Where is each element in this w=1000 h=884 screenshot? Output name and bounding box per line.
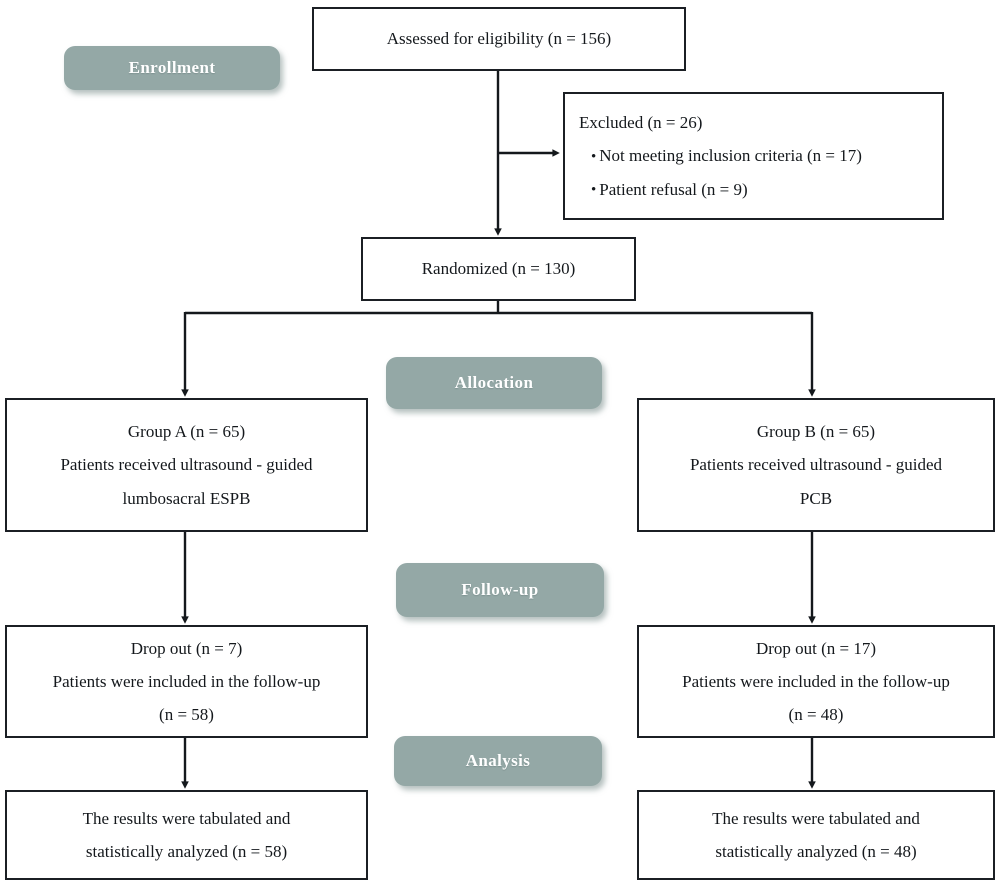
node-followup-b-line-3: (n = 48) [788, 705, 844, 725]
node-randomized: Randomized (n = 130) [361, 237, 636, 301]
stage-label-enrollment: Enrollment [64, 46, 280, 90]
node-followup-b-line-1: Drop out (n = 17) [755, 638, 877, 658]
node-followup-b-line-2: Patients were included in the follow-up [682, 671, 950, 691]
node-group-a-line-1: Group A (n = 65) [127, 422, 246, 442]
node-assessed-for-eligibility: Assessed for eligibility (n = 156) [312, 7, 686, 71]
node-analysis-b-line-2: statistically analyzed (n = 48) [715, 842, 917, 861]
stage-label-followup: Follow-up [396, 563, 604, 617]
node-group-b-line-1: Group B (n = 65) [756, 422, 876, 442]
stage-label-analysis: Analysis [394, 736, 602, 786]
node-analysis-group-b: The results were tabulated and statistic… [637, 790, 995, 880]
node-excluded-heading: Excluded (n = 26) [579, 113, 703, 133]
node-excluded: Excluded (n = 26) Not meeting inclusion … [563, 92, 944, 220]
node-group-a-line-2: Patients received ultrasound - guided [60, 455, 313, 475]
node-analysis-a-line-1: The results were tabulated and [82, 808, 291, 828]
stage-label-allocation-text: Allocation [454, 373, 534, 392]
stage-label-enrollment-text: Enrollment [128, 58, 216, 77]
stage-label-allocation: Allocation [386, 357, 602, 409]
node-group-b-line-3: PCB [799, 488, 833, 508]
node-analysis-group-a: The results were tabulated and statistic… [5, 790, 368, 880]
stage-label-followup-text: Follow-up [461, 580, 539, 599]
node-excluded-reason-2: Patient refusal (n = 9) [579, 173, 747, 206]
node-group-a: Group A (n = 65) Patients received ultra… [5, 398, 368, 532]
node-followup-group-b: Drop out (n = 17) Patients were included… [637, 625, 995, 738]
node-group-a-line-3: lumbosacral ESPB [122, 488, 251, 508]
node-group-b-line-2: Patients received ultrasound - guided [689, 455, 943, 475]
node-group-b: Group B (n = 65) Patients received ultra… [637, 398, 995, 532]
node-followup-a-line-2: Patients were included in the follow-up [52, 671, 321, 691]
node-excluded-reason-1: Not meeting inclusion criteria (n = 17) [579, 139, 862, 172]
node-analysis-b-line-1: The results were tabulated and [712, 808, 920, 828]
node-analysis-a-line-2: statistically analyzed (n = 58) [85, 842, 288, 861]
node-followup-a-line-1: Drop out (n = 7) [130, 638, 243, 658]
node-followup-group-a: Drop out (n = 7) Patients were included … [5, 625, 368, 738]
node-randomized-line-1: Randomized (n = 130) [421, 259, 576, 279]
node-assessed-line-1: Assessed for eligibility (n = 156) [386, 29, 612, 49]
stage-label-analysis-text: Analysis [465, 751, 531, 770]
node-followup-a-line-3: (n = 58) [159, 705, 214, 725]
